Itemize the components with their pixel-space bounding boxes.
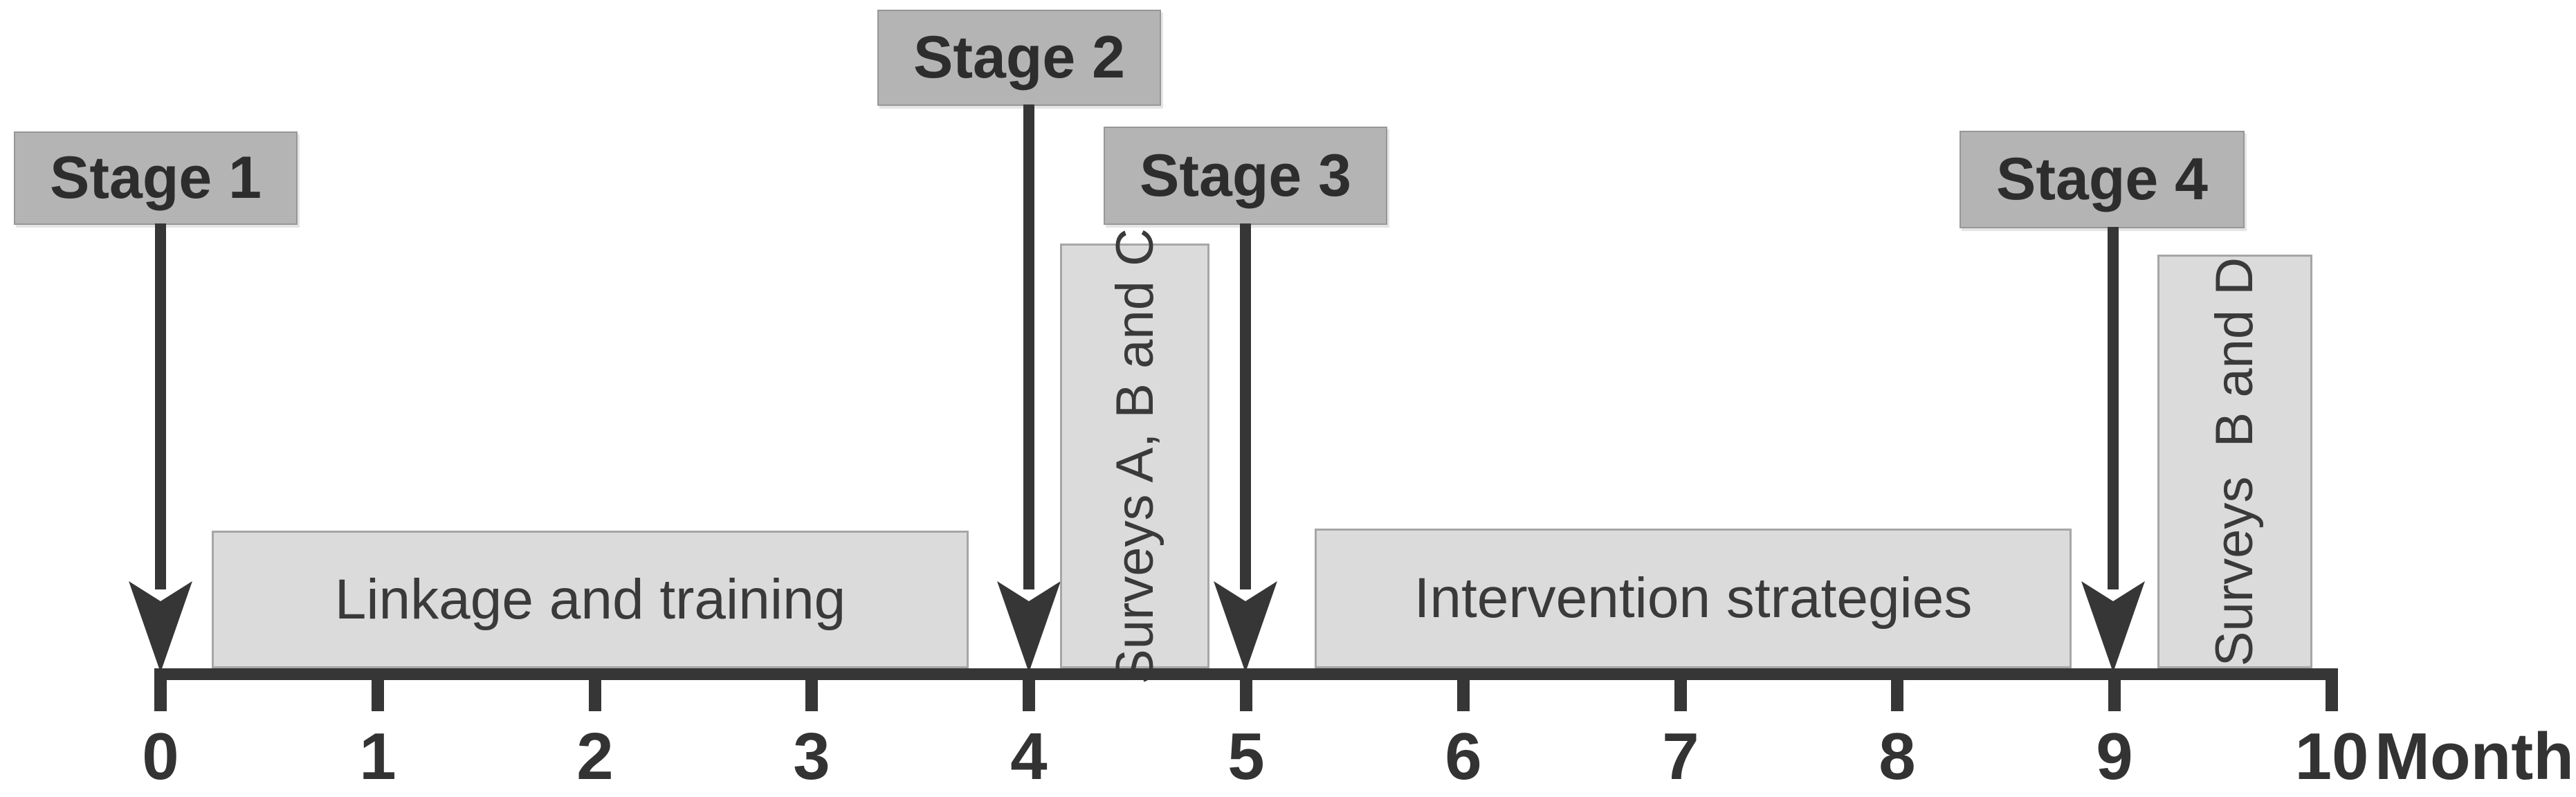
axis-tick-10 bbox=[2326, 668, 2338, 711]
activity-intervention-label: Intervention strategies bbox=[1414, 567, 1973, 630]
axis-tick-5 bbox=[1240, 668, 1252, 711]
stage-3-arrow-stem bbox=[1240, 223, 1251, 589]
axis-label-4: 4 bbox=[1010, 720, 1048, 794]
axis-label-9: 9 bbox=[2096, 720, 2133, 794]
axis-unit-label: Month bbox=[2375, 720, 2574, 794]
axis-label-6: 6 bbox=[1445, 720, 1482, 794]
axis-tick-3 bbox=[805, 668, 818, 711]
activity-linkage-box: Linkage and training bbox=[212, 531, 969, 668]
axis-tick-2 bbox=[589, 668, 601, 711]
stage-4-label: Stage 4 bbox=[1996, 146, 2208, 212]
axis-label-2: 2 bbox=[576, 720, 614, 794]
axis-tick-0 bbox=[154, 668, 167, 711]
axis-tick-7 bbox=[1674, 668, 1687, 711]
stage-2-arrowhead-icon bbox=[997, 581, 1061, 672]
stage-4-arrow-stem bbox=[2108, 227, 2119, 589]
axis-label-7: 7 bbox=[1662, 720, 1699, 794]
axis-tick-6 bbox=[1457, 668, 1470, 711]
stage-1-box: Stage 1 bbox=[14, 131, 298, 225]
axis-label-8: 8 bbox=[1879, 720, 1916, 794]
activity-surveys-abc-box: Surveys A, B and C bbox=[1060, 228, 1209, 684]
activity-surveys-bd-box: Surveys B and D bbox=[2157, 255, 2312, 668]
axis-label-0: 0 bbox=[142, 720, 179, 794]
axis-label-3: 3 bbox=[793, 720, 830, 794]
stage-2-arrow-stem bbox=[1023, 104, 1034, 589]
activity-intervention-box: Intervention strategies bbox=[1315, 529, 2072, 668]
activity-linkage-label: Linkage and training bbox=[334, 567, 846, 631]
stage-2-box: Stage 2 bbox=[877, 10, 1161, 106]
stage-1-label: Stage 1 bbox=[50, 145, 262, 211]
axis-tick-9 bbox=[2108, 668, 2121, 711]
axis-tick-4 bbox=[1023, 668, 1035, 711]
stage-4-arrowhead-icon bbox=[2081, 581, 2145, 672]
stage-4-box: Stage 4 bbox=[1960, 131, 2245, 228]
stage-3-label: Stage 3 bbox=[1140, 142, 1351, 209]
axis-label-1: 1 bbox=[359, 720, 396, 794]
stage-3-arrowhead-icon bbox=[1214, 581, 1277, 672]
axis-label-5: 5 bbox=[1227, 720, 1265, 794]
axis-tick-1 bbox=[372, 668, 384, 711]
axis-tick-8 bbox=[1891, 668, 1903, 711]
stage-3-box: Stage 3 bbox=[1104, 127, 1387, 225]
stage-1-arrowhead-icon bbox=[129, 581, 192, 672]
activity-surveys-bd-label: Surveys B and D bbox=[2205, 257, 2265, 666]
stage-1-arrow-stem bbox=[155, 223, 166, 589]
axis-label-10: 10 bbox=[2294, 720, 2369, 794]
stage-2-label: Stage 2 bbox=[913, 24, 1125, 91]
activity-surveys-abc-label: Surveys A, B and C bbox=[1105, 228, 1164, 684]
